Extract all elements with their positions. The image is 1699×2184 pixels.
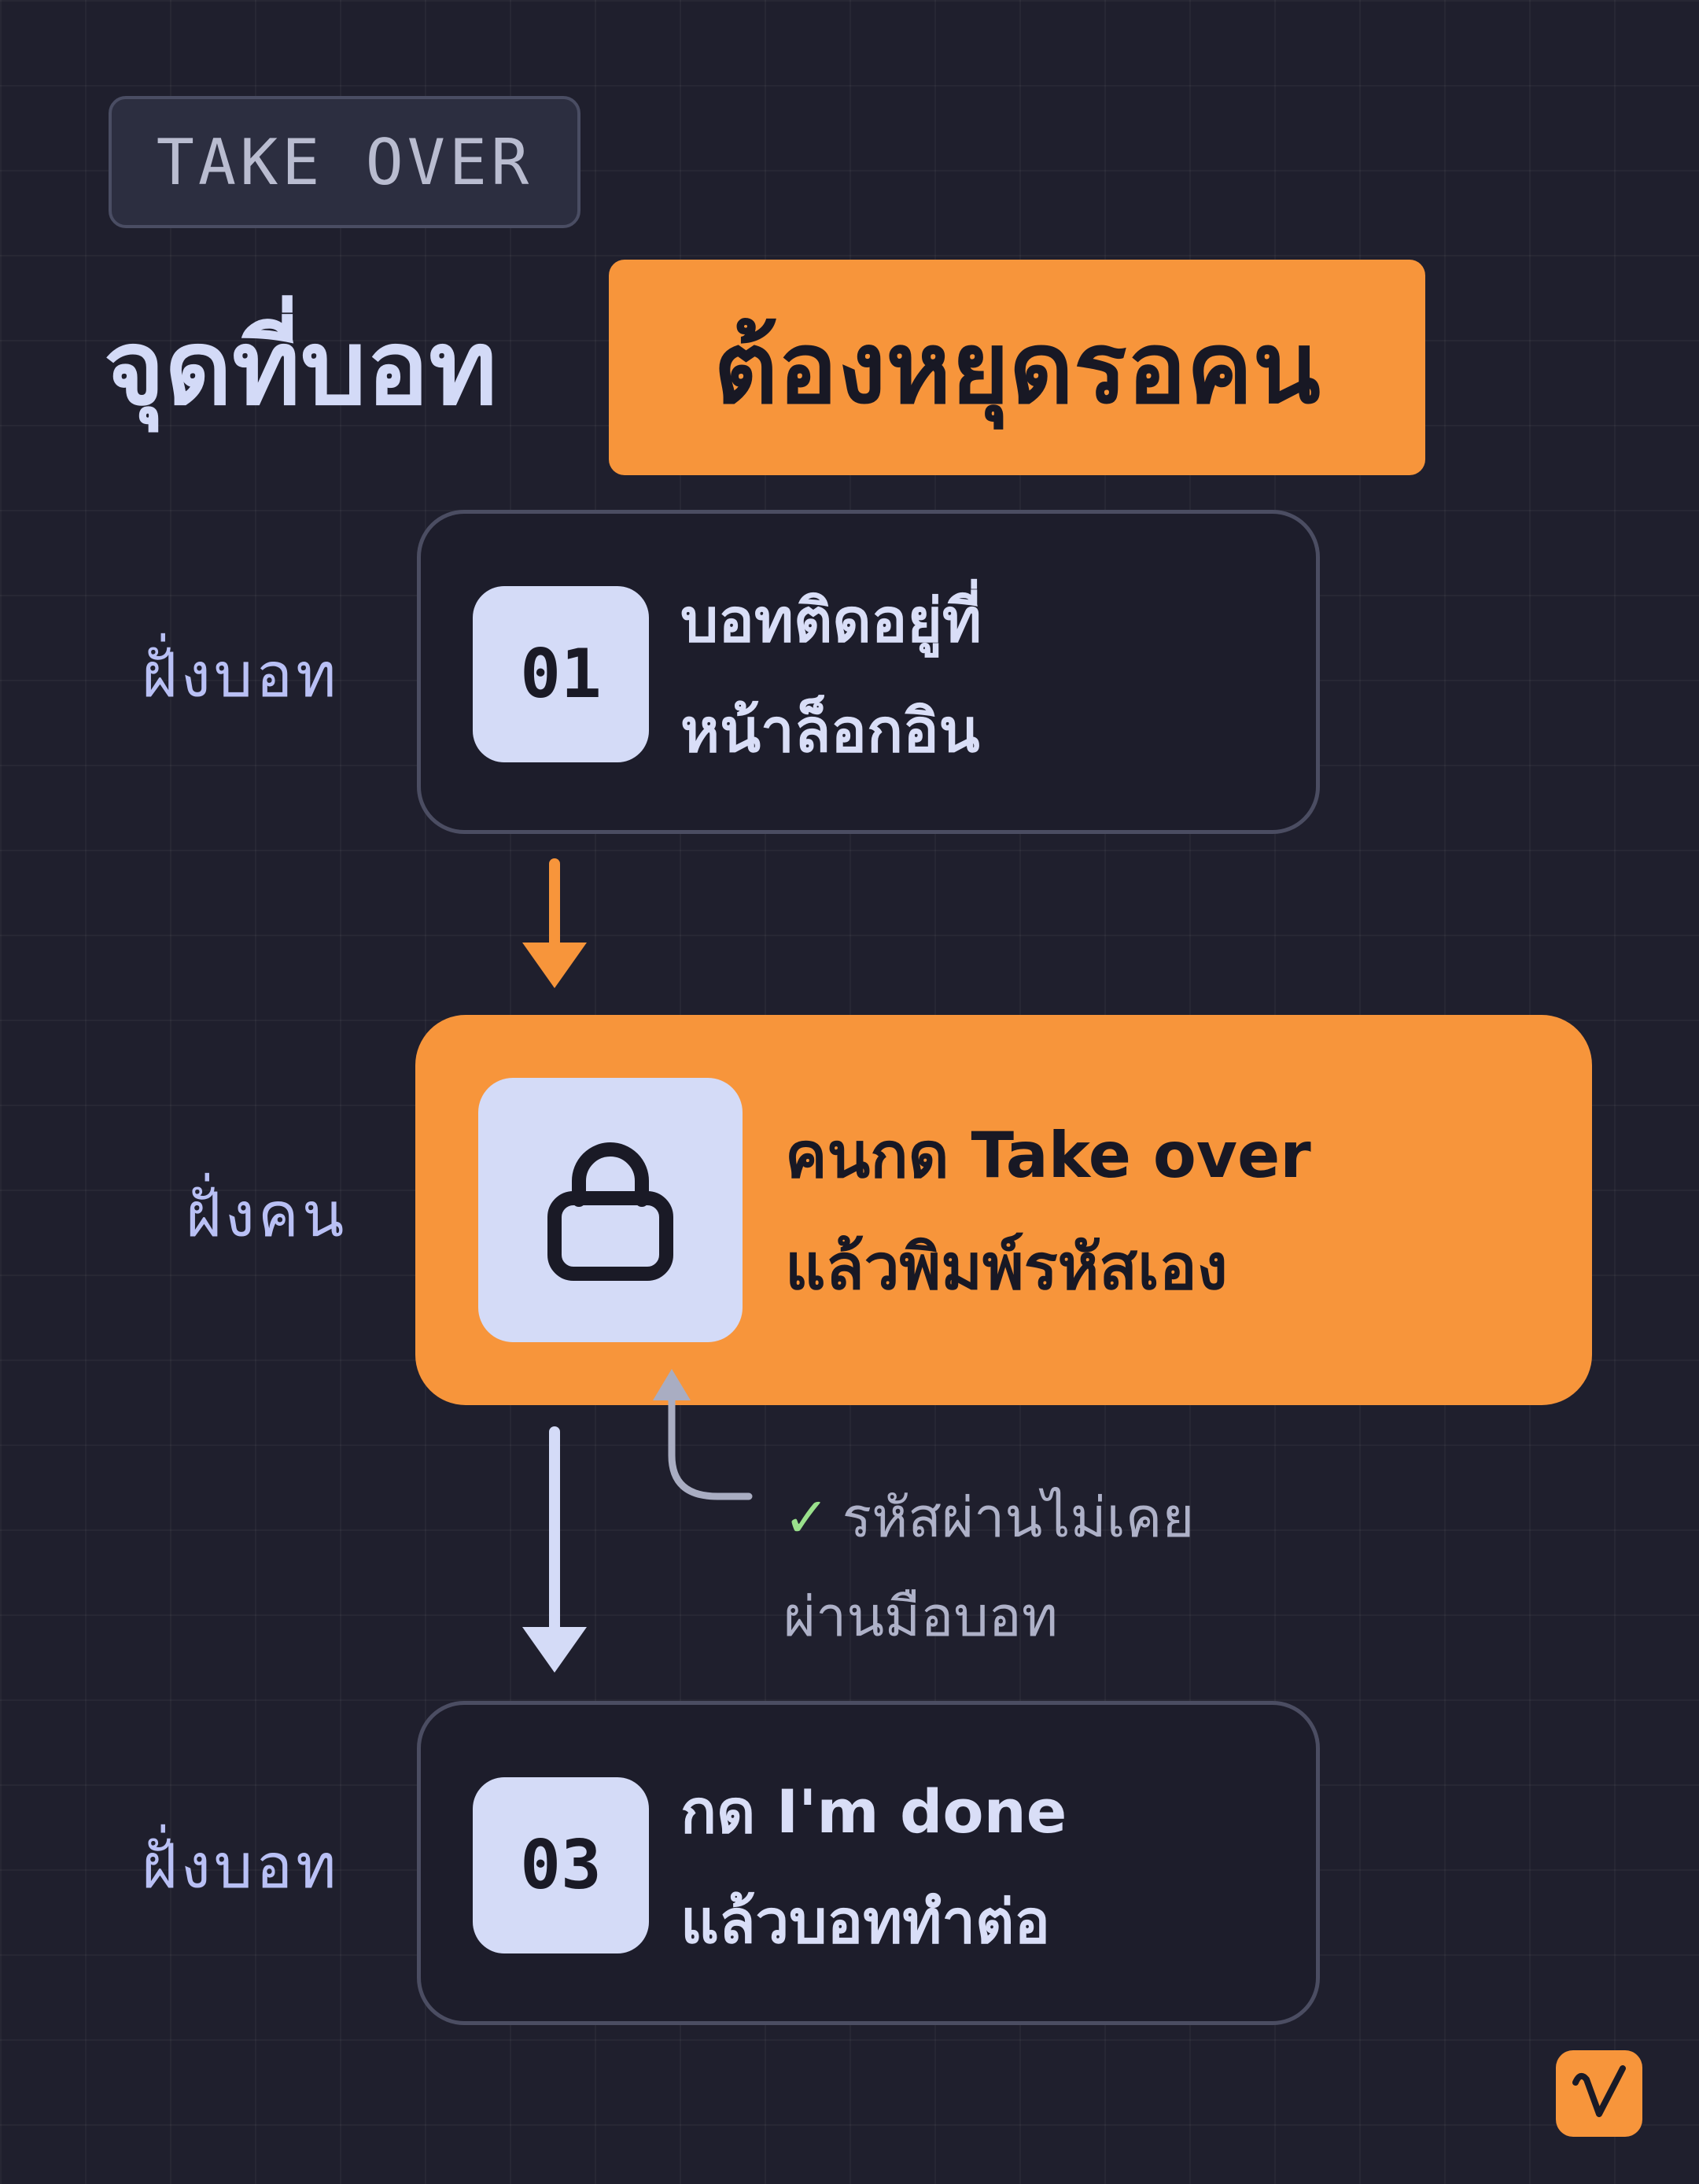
step-2-line1: คนกด Take over	[785, 1119, 1311, 1192]
logo-mark-icon	[1572, 2065, 1626, 2117]
side-label-bot-1: ฝั่งบอท	[142, 640, 340, 711]
lock-tile	[478, 1078, 743, 1342]
step-badge-03: 03	[473, 1777, 649, 1953]
page-title-part1: จุดที่บอท	[104, 308, 498, 429]
step-1-line1: บอทติดอยู่ที่	[680, 585, 982, 655]
step-card-2-highlight: คนกด Take over แล้วพิมพ์รหัสเอง	[415, 1015, 1592, 1405]
step-3-text: กด I'm done แล้วบอททำต่อ	[680, 1757, 1067, 1977]
arrow-down-lavender-icon	[522, 1426, 587, 1673]
step-card-3: 03 กด I'm done แล้วบอททำต่อ	[417, 1701, 1320, 2025]
lock-icon	[547, 1142, 673, 1281]
note-line1-row: ✓รหัสผ่านไม่เคย	[783, 1468, 1194, 1567]
note-line2: ผ่านมือบอท	[783, 1585, 1058, 1649]
section-tag: TAKE OVER	[109, 96, 580, 228]
note-line1: รหัสผ่านไม่เคย	[842, 1485, 1195, 1550]
step-1-text: บอทติดอยู่ที่ หน้าล็อกอิน	[680, 566, 982, 786]
step-2-line2: แล้วพิมพ์รหัสเอง	[785, 1230, 1228, 1304]
curved-arrow-up-icon	[653, 1369, 753, 1500]
step-badge-01: 01	[473, 586, 649, 762]
security-note: ✓รหัสผ่านไม่เคย ผ่านมือบอท	[783, 1468, 1194, 1666]
side-label-human: ฝั่งคน	[186, 1180, 348, 1251]
page-title-highlight: ต้องหยุดรอคน	[609, 260, 1425, 475]
step-2-text: คนกด Take over แล้วพิมพ์รหัสเอง	[785, 1100, 1311, 1323]
step-3-line1: กด I'm done	[680, 1776, 1067, 1846]
arrow-down-orange-icon	[522, 858, 587, 988]
brand-logo-icon	[1556, 2050, 1642, 2137]
check-icon: ✓	[783, 1485, 830, 1550]
step-card-1: 01 บอทติดอยู่ที่ หน้าล็อกอิน	[417, 510, 1320, 834]
side-label-bot-3: ฝั่งบอท	[142, 1832, 340, 1902]
step-1-line2: หน้าล็อกอิน	[680, 695, 980, 766]
step-3-line2: แล้วบอททำต่อ	[680, 1887, 1050, 1957]
